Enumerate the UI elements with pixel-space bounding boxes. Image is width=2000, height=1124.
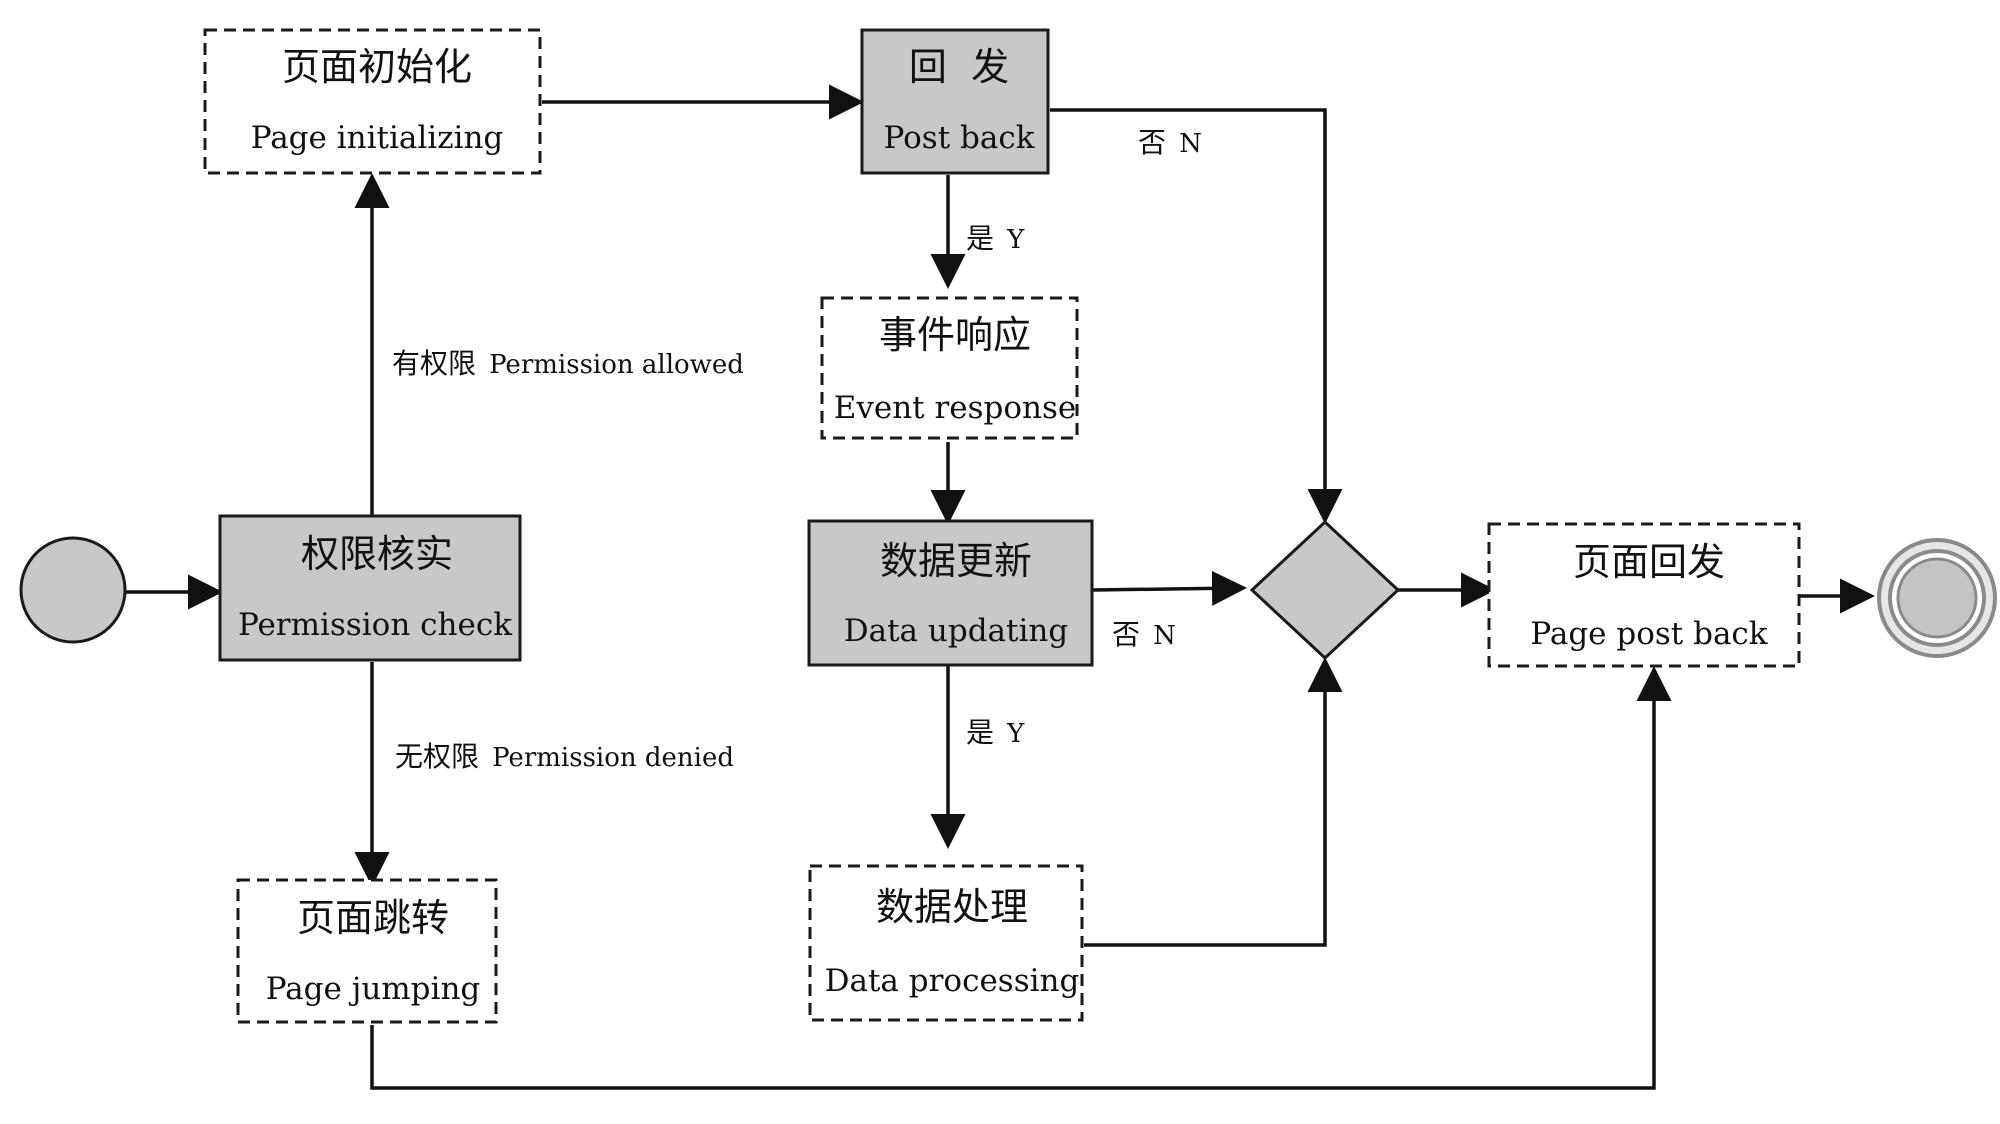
edge-label-update-no-en: N [1153, 621, 1176, 651]
node-data-processing: 数据处理 Data processing [808, 864, 1084, 1022]
edge-label-post-back-yes-en: Y [1006, 225, 1025, 255]
edge-label-post-back-yes-zh: 是 [966, 222, 994, 255]
node-page-initializing: 页面初始化 Page initializing [203, 28, 542, 175]
edge-label-update-yes-en: Y [1006, 719, 1025, 749]
node-page-jumping-zh: 页面跳转 [297, 896, 449, 940]
svg-text:否 N: 否 N [1138, 126, 1202, 159]
node-post-back-zh: 回 发 [909, 45, 1009, 89]
edge-label-permission-denied: 无权限 Permission denied [395, 740, 734, 773]
node-post-back-en: Post back [884, 120, 1035, 156]
node-permission-check-en: Permission check [238, 607, 512, 643]
edge-post-back-no [1050, 108, 1343, 524]
node-page-jumping: 页面跳转 Page jumping [236, 878, 498, 1024]
edge-label-permission-denied-en: Permission denied [492, 743, 734, 773]
node-event-response-en: Event response [834, 390, 1077, 426]
edge-page-jumping-to-page-post-back [370, 666, 1672, 1090]
edge-label-permission-denied-zh: 无权限 [395, 740, 479, 773]
edge-label-post-back-yes: 是 Y [966, 222, 1025, 255]
node-data-updating-en: Data updating [844, 613, 1068, 649]
edge-update-no [1092, 570, 1247, 606]
node-data-updating: 数据更新 Data updating [807, 519, 1094, 667]
edge-label-update-yes: 是 Y [966, 716, 1025, 749]
edges [126, 84, 1875, 1090]
edge-label-post-back-no: 否 N [1138, 126, 1202, 159]
edge-label-post-back-no-en: N [1179, 129, 1202, 159]
edge-label-permission-allowed-en: Permission allowed [489, 350, 744, 380]
edge-label-update-no-zh: 否 [1112, 618, 1140, 651]
node-event-response: 事件响应 Event response [820, 296, 1079, 440]
svg-text:有权限 Permission allowed: 有权限 Permission allowed [392, 347, 744, 380]
edge-label-update-yes-zh: 是 [966, 716, 994, 749]
edge-label-update-no: 否 N [1112, 618, 1176, 651]
node-page-initializing-zh: 页面初始化 [282, 45, 472, 89]
node-permission-check-zh: 权限核实 [301, 532, 453, 576]
svg-text:否 N: 否 N [1112, 618, 1176, 651]
node-event-response-zh: 事件响应 [879, 313, 1031, 357]
node-page-initializing-en: Page initializing [251, 120, 504, 156]
svg-text:是 Y: 是 Y [966, 222, 1025, 255]
node-page-post-back-en: Page post back [1530, 616, 1767, 652]
node-page-post-back: 页面回发 Page post back [1487, 522, 1801, 668]
decision-diamond [1249, 519, 1401, 661]
edge-label-permission-allowed: 有权限 Permission allowed [392, 347, 744, 380]
end-node [1877, 538, 1997, 658]
svg-text:无权限 Permission denied: 无权限 Permission denied [395, 740, 734, 773]
node-data-processing-en: Data processing [825, 963, 1080, 999]
node-page-jumping-en: Page jumping [266, 971, 481, 1007]
node-post-back: 回 发 Post back [860, 28, 1050, 175]
node-permission-check: 权限核实 Permission check [218, 514, 522, 662]
edge-processing-to-decision [1084, 657, 1343, 947]
node-data-updating-zh: 数据更新 [880, 539, 1032, 583]
node-page-post-back-zh: 页面回发 [1573, 540, 1725, 584]
edge-label-post-back-no-zh: 否 [1138, 126, 1166, 159]
svg-text:是 Y: 是 Y [966, 716, 1025, 749]
start-node [19, 536, 127, 644]
edge-label-permission-allowed-zh: 有权限 [392, 347, 476, 380]
node-data-processing-zh: 数据处理 [876, 885, 1028, 929]
